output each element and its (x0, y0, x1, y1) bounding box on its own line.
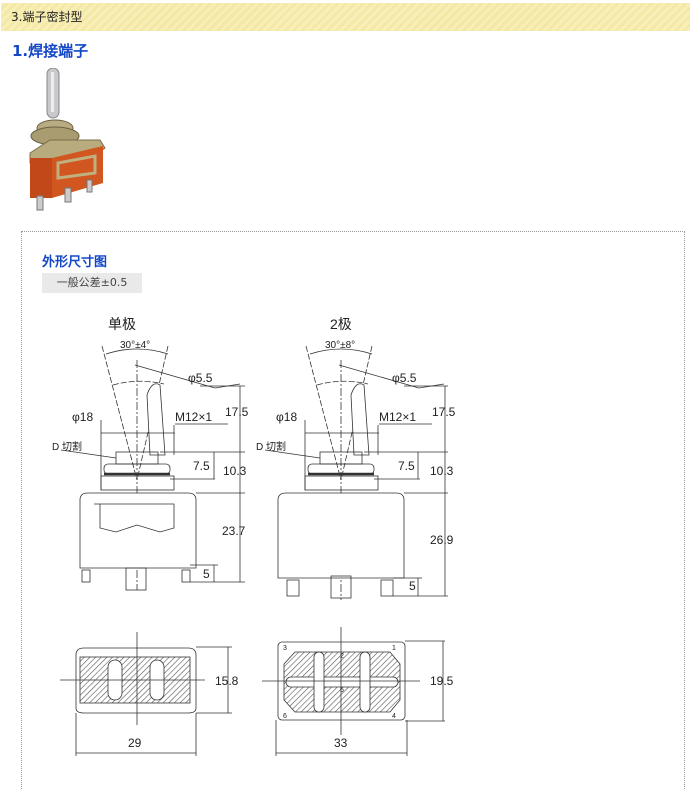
terminal-label: 6 (283, 713, 287, 720)
dp-phi-lever: φ5.5 (392, 371, 417, 385)
tolerance-note: 一般公差±0.5 (42, 273, 142, 293)
terminal-label: 3 (283, 645, 287, 652)
double-pole-bottom-view (262, 627, 445, 756)
sp-thread: M12×1 (175, 410, 212, 424)
terminal-label: 5 (340, 687, 344, 694)
terminal-label: 2 (340, 653, 344, 660)
sp-h-bush: 10.3 (223, 464, 247, 478)
sp-h-top: 17.5 (225, 405, 249, 419)
dp-thread: M12×1 (379, 410, 416, 424)
dp-h-nut: 7.5 (398, 459, 415, 473)
product-title: 1.焊接端子 (12, 42, 89, 60)
dp-depth: 19.5 (430, 674, 454, 688)
sp-phi-bush: φ18 (72, 410, 93, 424)
dp-width: 33 (334, 736, 348, 750)
dp-h-bush: 10.3 (430, 464, 454, 478)
dp-angle: 30°±8° (325, 340, 355, 351)
double-pole-label: 2极 (330, 316, 352, 332)
terminal-label: 1 (392, 645, 396, 652)
dp-h-top: 17.5 (432, 405, 456, 419)
dp-h-term: 5 (409, 579, 416, 593)
dp-h-body: 26.9 (430, 533, 454, 547)
toggle-switch-photo (29, 68, 106, 211)
sp-h-term: 5 (203, 567, 210, 581)
dp-phi-bush: φ18 (276, 410, 297, 424)
dimension-heading: 外形尺寸图 (42, 255, 108, 270)
sp-depth: 15.8 (215, 674, 239, 688)
sp-width: 29 (128, 736, 142, 750)
single-pole-bottom-view (60, 632, 232, 756)
sp-d-cut: D 切割 (52, 440, 82, 453)
single-pole-side-view (60, 345, 245, 591)
terminal-label: 4 (392, 713, 396, 720)
dp-d-cut: D 切割 (256, 440, 286, 453)
sp-phi-lever: φ5.5 (188, 371, 213, 385)
sp-angle: 30°±4° (120, 340, 150, 351)
single-pole-label: 单极 (108, 316, 136, 332)
double-pole-side-view (264, 345, 448, 600)
sp-h-body: 23.7 (222, 524, 246, 538)
dimension-panel (21, 231, 685, 789)
sp-h-nut: 7.5 (193, 459, 210, 473)
section-header: 3.端子密封型 (1, 3, 690, 31)
